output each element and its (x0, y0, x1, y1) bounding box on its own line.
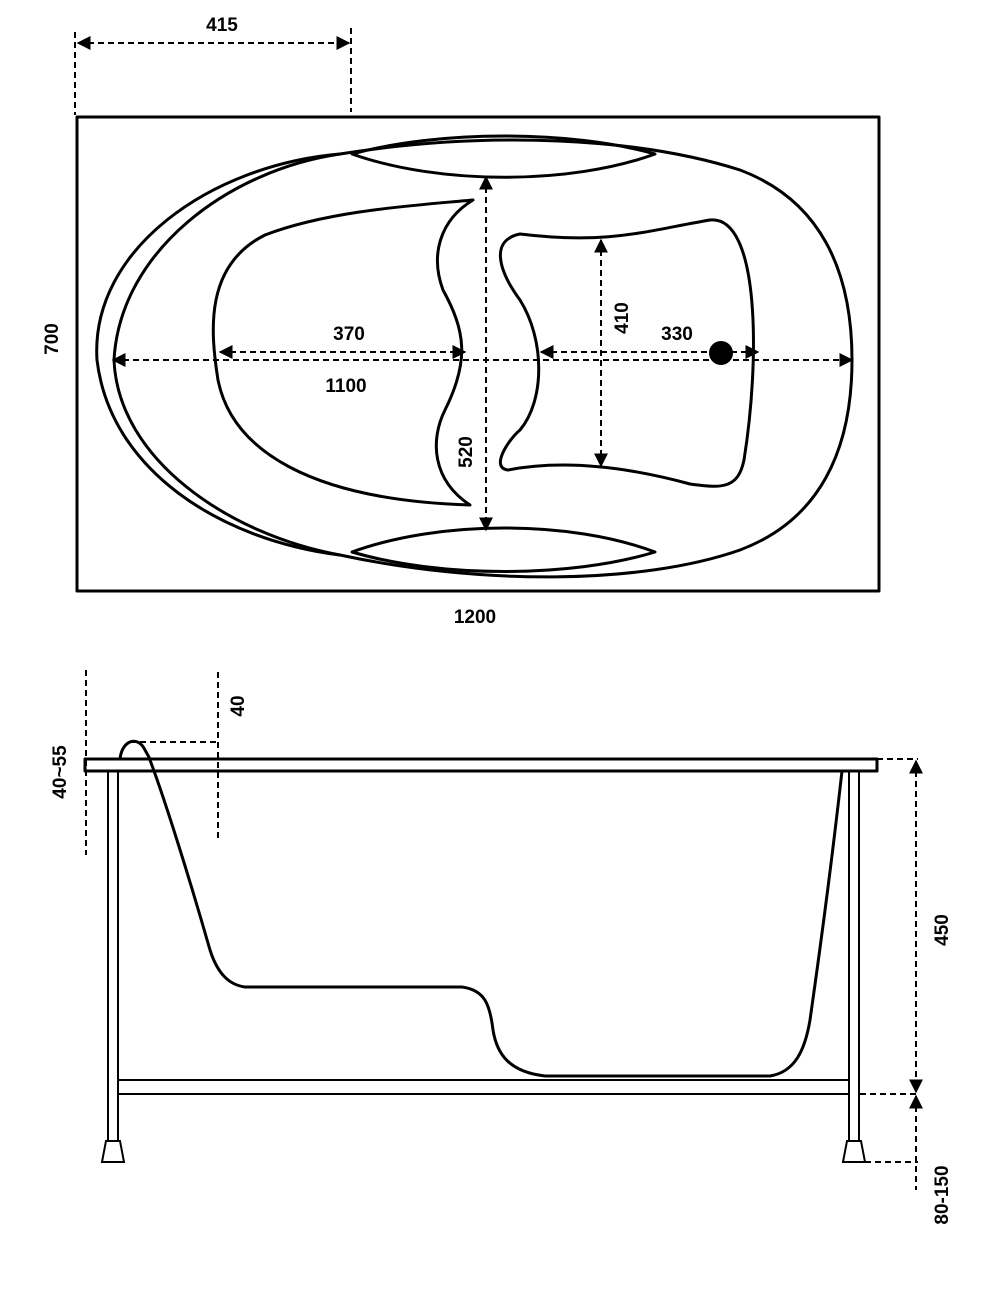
frame-crossbar (117, 1079, 850, 1095)
dim-80-150-label: 80-150 (932, 1165, 953, 1224)
leg-left (107, 770, 119, 1142)
tub-outer-rim (95, 138, 854, 579)
tub-inner-rim (112, 152, 341, 557)
leg-right (848, 770, 860, 1142)
dim-370-label: 370 (333, 324, 365, 345)
top-view: 415 700 1100 370 330 410 520 1200 (42, 15, 881, 628)
dim-40-label: 40 (228, 695, 249, 716)
armrest-top (350, 134, 657, 179)
dim-330-label: 330 (661, 324, 693, 345)
dim-520-label: 520 (456, 436, 477, 468)
dim-450-label: 450 (932, 914, 953, 946)
dim-410-label: 410 (612, 302, 633, 334)
rim-lip (118, 739, 152, 760)
dim-415-label: 415 (206, 15, 238, 36)
foot-well (498, 218, 755, 488)
dim-700-label: 700 (42, 323, 63, 355)
foot-left (100, 1140, 126, 1163)
side-view: 40 40~55 450 80-150 (50, 670, 953, 1225)
foot-right (841, 1140, 867, 1163)
tub-profile (148, 759, 844, 1078)
dim-1200-label: 1200 (454, 607, 496, 628)
dim-1100-label: 1100 (325, 376, 366, 397)
seat-well (211, 198, 475, 507)
armrest-bottom (350, 526, 657, 573)
top-view-frame (75, 115, 881, 593)
rim-plate (83, 757, 879, 773)
dim-40-55-label: 40~55 (50, 745, 71, 799)
